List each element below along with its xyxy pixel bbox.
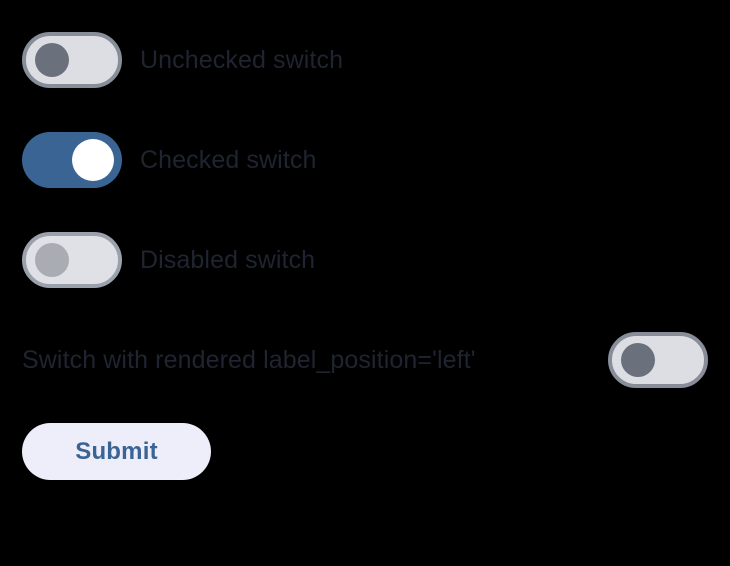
disabled-switch-toggle: [22, 232, 122, 288]
unchecked-switch-label: Unchecked switch: [140, 45, 344, 74]
switch-knob-icon: [35, 43, 69, 77]
switch-knob-icon: [72, 139, 114, 181]
left-label-switch-label: Switch with rendered label_position='lef…: [22, 345, 476, 374]
disabled-switch-label: Disabled switch: [140, 245, 316, 274]
switch-row-checked: Checked switch: [22, 128, 316, 192]
left-label-switch-toggle[interactable]: [608, 332, 708, 388]
switch-row-disabled: Disabled switch: [22, 228, 315, 292]
submit-button[interactable]: Submit: [22, 423, 211, 480]
switch-row-unchecked: Unchecked switch: [22, 28, 343, 92]
switch-knob-icon: [35, 243, 69, 277]
checked-switch-toggle[interactable]: [22, 132, 122, 188]
switch-knob-icon: [621, 343, 655, 377]
checked-switch-label: Checked switch: [140, 145, 317, 174]
unchecked-switch-toggle[interactable]: [22, 32, 122, 88]
switch-row-left-label: Switch with rendered label_position='lef…: [22, 328, 708, 392]
